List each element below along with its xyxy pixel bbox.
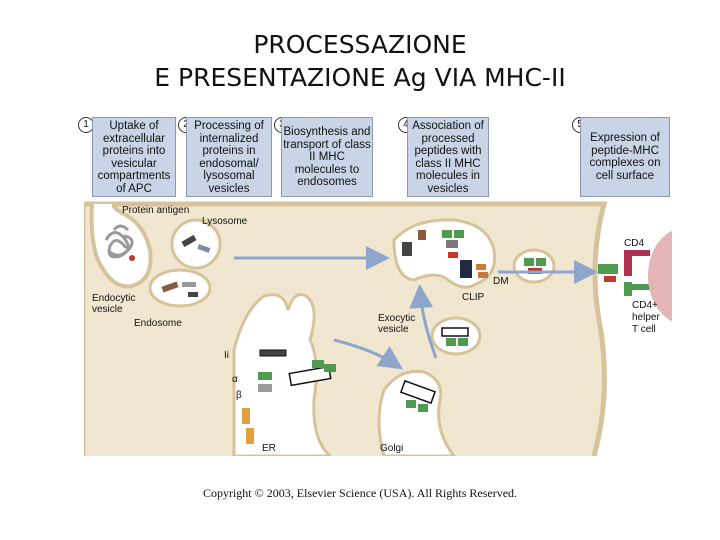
step-5-box: Expression of peptide-MHC complexes on c… <box>580 117 670 197</box>
label-er: ER <box>262 443 276 454</box>
label-cd4-helper-1: CD4+ <box>632 300 658 311</box>
clip-fragment <box>476 264 488 278</box>
endosome-fragment-1 <box>161 281 179 293</box>
protein-antigen <box>104 224 134 259</box>
antigen-peptide-dot <box>129 255 135 261</box>
endosome-fragment-2 <box>182 282 196 287</box>
label-alpha: α <box>232 374 238 385</box>
lysosome-enzyme-2 <box>197 244 211 253</box>
label-endocytic-1: Endocytic <box>92 293 136 304</box>
lysosome-enzyme-1 <box>181 234 197 248</box>
label-protein-antigen: Protein antigen <box>122 205 190 216</box>
endosome <box>148 268 212 308</box>
title-line-2: E PRESENTAZIONE Ag VIA MHC-II <box>154 63 566 92</box>
label-cd4: CD4 <box>624 238 645 249</box>
step-2-text: Processing of internalized proteins in e… <box>194 120 264 195</box>
label-endosome: Endosome <box>134 318 182 329</box>
label-clip: CLIP <box>462 292 485 303</box>
mhc-pathway-illustration <box>84 200 672 456</box>
copyright-notice: Copyright © 2003, Elsevier Science (USA)… <box>202 486 518 500</box>
exocytic-mhc <box>446 338 468 346</box>
label-dm: DM <box>493 276 509 287</box>
label-golgi: Golgi <box>380 443 404 454</box>
step-3-box: Biosynthesis and transport of class II M… <box>281 117 373 197</box>
title-line-1: PROCESSAZIONE <box>253 30 467 59</box>
mhc-peptide-loading <box>442 230 464 258</box>
step-1-box: Uptake of extracellular proteins into ve… <box>92 117 176 197</box>
label-cd4-helper-3: T cell <box>632 324 656 335</box>
label-cd4-helper-2: helper <box>632 312 660 323</box>
tcr <box>624 282 650 296</box>
step-5-text: Expression of peptide-MHC complexes on c… <box>589 132 661 182</box>
label-lysosome: Lysosome <box>202 216 248 227</box>
mhc-in-er <box>242 349 287 444</box>
apc-cytoplasm <box>84 204 605 456</box>
degraded-fragment-2 <box>418 230 426 240</box>
surface-mhc-peptide <box>598 264 618 282</box>
hla-dm-molecule <box>460 260 472 278</box>
golgi-ii-complex <box>399 379 437 405</box>
label-endocytic-2: vesicle <box>92 304 123 315</box>
apc-cell-membrane <box>84 201 608 456</box>
golgi-mhc <box>406 400 428 412</box>
degraded-fragment-1 <box>402 242 412 256</box>
label-beta: β <box>236 390 242 401</box>
step-4-box: Association of processed peptides with c… <box>407 117 489 197</box>
step-2-box: Processing of internalized proteins in e… <box>186 117 272 197</box>
label-exocytic-1: Exocytic <box>378 313 416 324</box>
step-3-text: Biosynthesis and transport of class II M… <box>283 126 371 188</box>
arrow-exocytic-to-association <box>409 284 438 359</box>
cd4-coreceptor <box>624 250 650 276</box>
ii-chain-complex <box>288 365 332 387</box>
exocytic-ii-complex <box>441 327 469 337</box>
endoplasmic-reticulum <box>232 293 333 456</box>
endosome-fragment-3 <box>188 292 198 297</box>
label-exocytic-2: vesicle <box>378 324 409 335</box>
arrow-er-to-golgi <box>333 338 403 370</box>
endocytic-vesicle <box>89 203 153 289</box>
step-4-text: Association of processed peptides with c… <box>412 120 484 195</box>
cd4-helper-t-cell <box>648 230 672 322</box>
mhc-complex-er-2 <box>312 360 336 372</box>
step-1-text: Uptake of extracellular proteins into ve… <box>97 120 171 195</box>
lysosome <box>170 218 222 270</box>
label-ii: Ii <box>224 350 229 361</box>
